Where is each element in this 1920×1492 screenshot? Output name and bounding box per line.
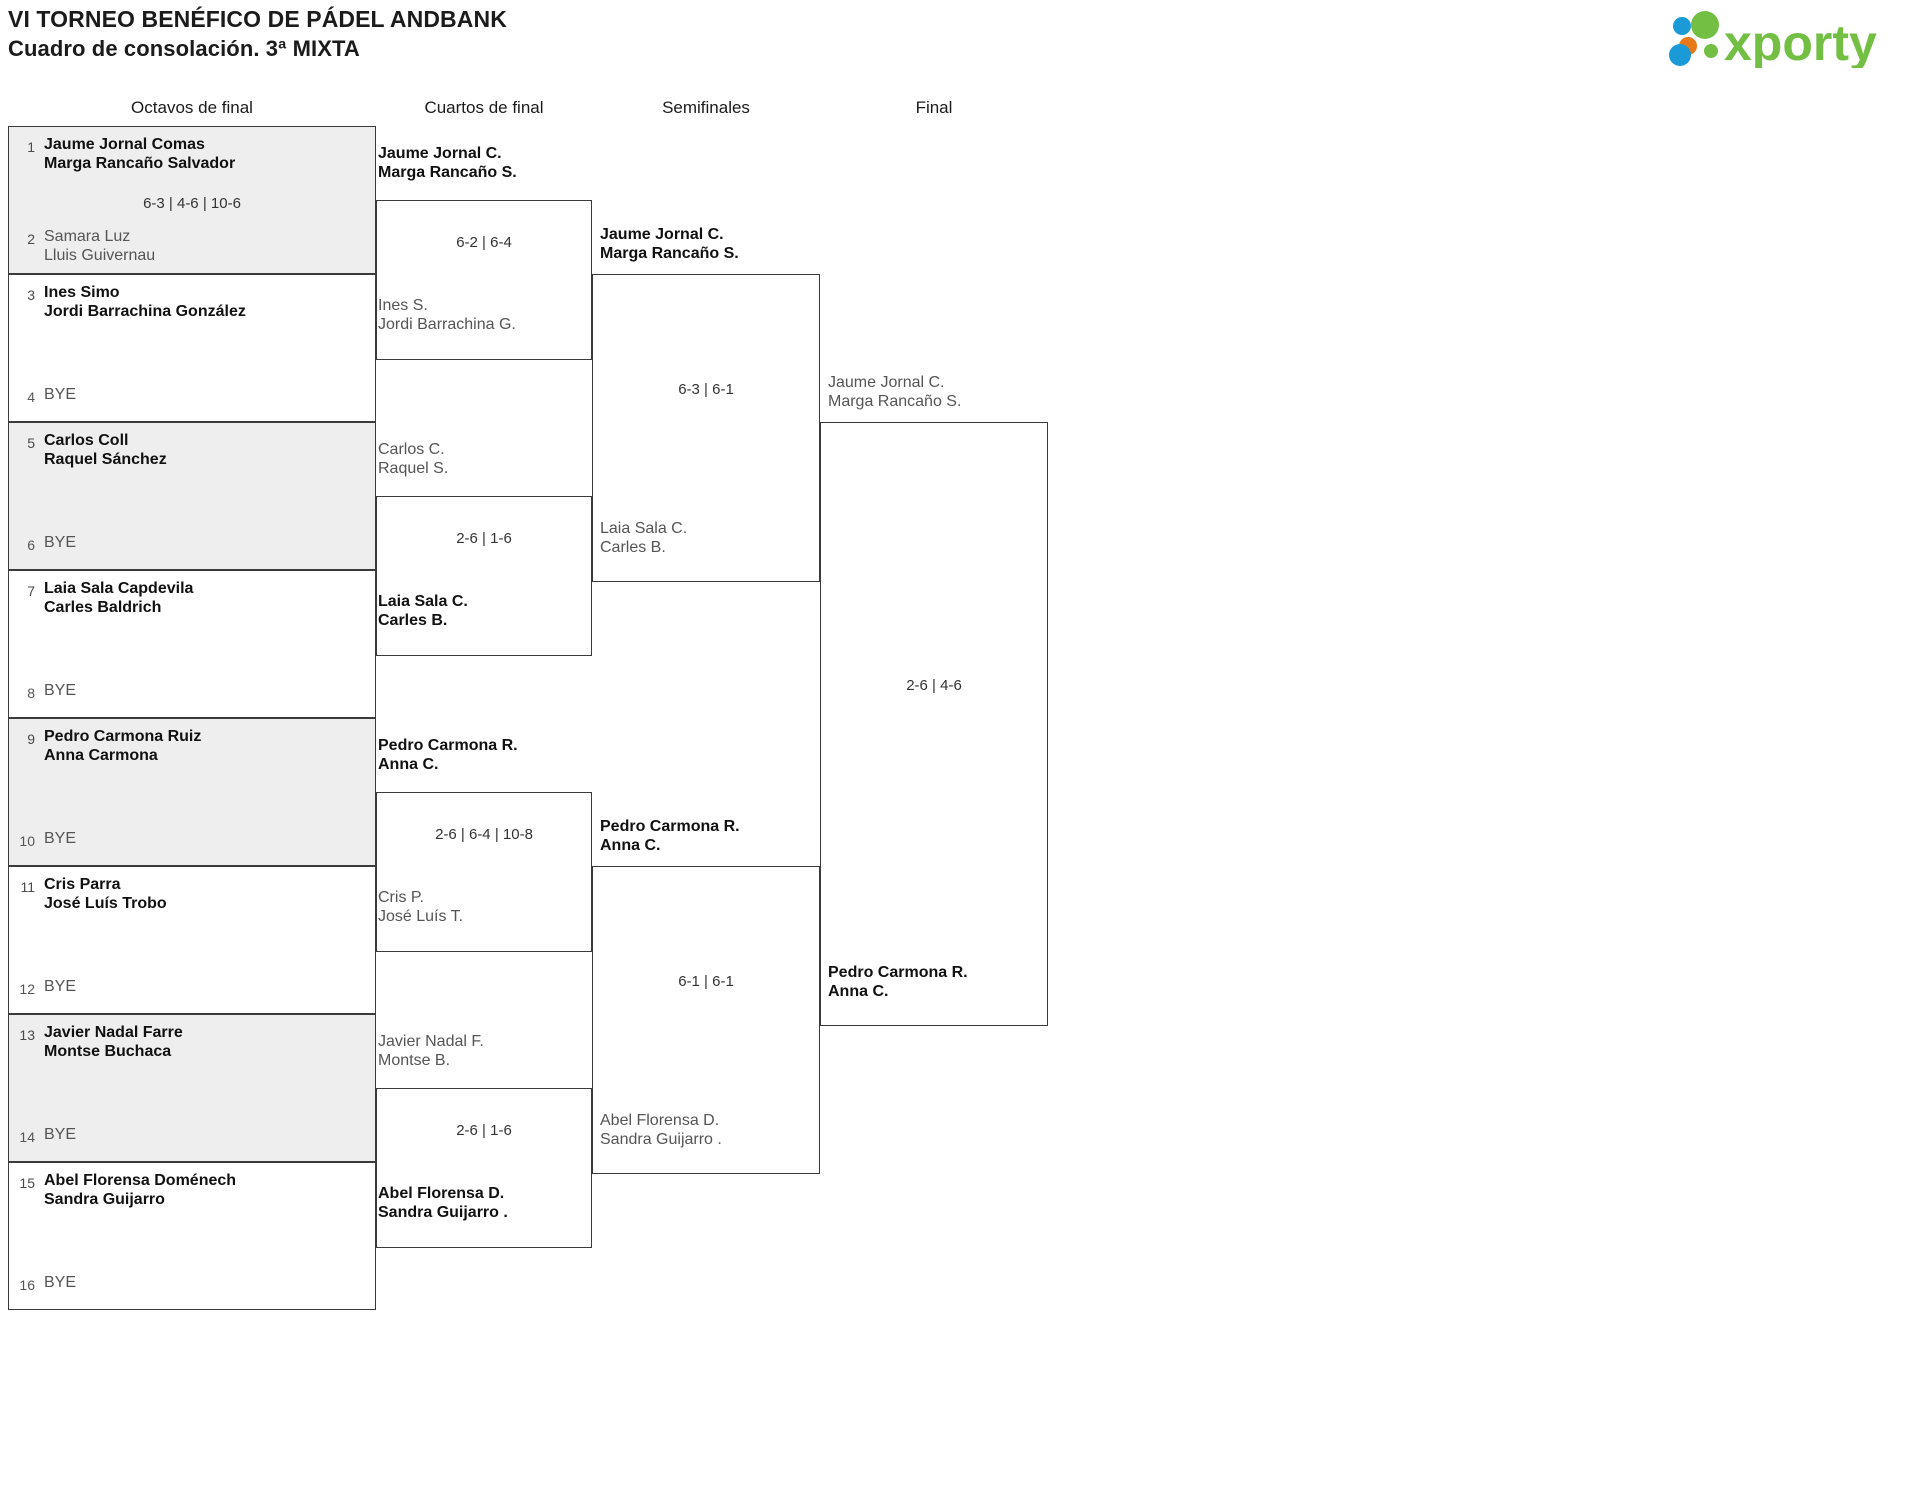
r16-slot-7[interactable]: 7 Laia Sala Capdevila Carles Baldrich [9,579,375,617]
final-match-bottom[interactable]: Pedro Carmona R. Anna C. [828,964,968,1000]
r16-slot-13[interactable]: 13 Javier Nadal Farre Montse Buchaca [9,1023,375,1061]
seed-number: 9 [27,731,35,747]
qf-match-3-bottom[interactable]: Cris P. José Luís T. [378,889,464,925]
seed-number: 7 [27,583,35,599]
player-names: BYE [44,978,77,995]
player-names: Abel Florensa Doménech Sandra Guijarro [44,1172,237,1208]
qf-match-2-top[interactable]: Carlos C. Raquel S. [378,441,449,477]
final-match-box[interactable] [820,422,1048,1026]
r16-score-1: 6-3 | 4-6 | 10-6 [143,195,241,212]
player-names: Javier Nadal Farre Montse Buchaca [44,1024,183,1060]
round-header-cuartos: Cuartos de final [424,98,544,117]
r16-match-5[interactable]: 9 Pedro Carmona Ruiz Anna Carmona 10 BYE [8,718,376,866]
seed-number: 10 [19,833,35,849]
player-names: BYE [44,386,77,403]
qf-match-3-top[interactable]: Pedro Carmona R. Anna C. [378,737,518,773]
seed-number: 2 [27,231,35,247]
round-header-semifinales: Semifinales [662,98,750,117]
seed-number: 3 [27,287,35,303]
sf-match-1-top[interactable]: Jaume Jornal C. Marga Rancaño S. [600,226,739,262]
page-title: VI TORNEO BENÉFICO DE PÁDEL ANDBANK Cuad… [8,4,507,64]
r16-match-7[interactable]: 13 Javier Nadal Farre Montse Buchaca 14 … [8,1014,376,1162]
player-names: BYE [44,1126,77,1143]
seed-number: 8 [27,685,35,701]
sf-match-2-top[interactable]: Pedro Carmona R. Anna C. [600,818,740,854]
qf-match-2-bottom[interactable]: Laia Sala C. Carles B. [378,593,468,629]
r16-slot-15[interactable]: 15 Abel Florensa Doménech Sandra Guijarr… [9,1171,375,1209]
tournament-title: VI TORNEO BENÉFICO DE PÁDEL ANDBANK [8,6,507,32]
seed-number: 4 [27,389,35,405]
xporty-logo: xporty [1662,8,1902,71]
qf-match-4-top[interactable]: Javier Nadal F. Montse B. [378,1033,484,1069]
qf-match-1-bottom[interactable]: Ines S. Jordi Barrachina G. [378,297,516,333]
player-names: Pedro Carmona Ruiz Anna Carmona [44,728,202,764]
round-header-final: Final [915,98,953,117]
qf-match-3-box[interactable] [376,792,592,952]
player-names: BYE [44,682,77,699]
r16-match-4[interactable]: 7 Laia Sala Capdevila Carles Baldrich 8 … [8,570,376,718]
r16-slot-11[interactable]: 11 Cris Parra José Luís Trobo [9,875,375,913]
seed-number: 5 [27,435,35,451]
r16-match-2[interactable]: 3 Ines Simo Jordi Barrachina González 4 … [8,274,376,422]
round-header-octavos: Octavos de final [131,98,253,117]
r16-match-1[interactable]: 1 Jaume Jornal Comas Marga Rancaño Salva… [8,126,376,274]
final-match-top[interactable]: Jaume Jornal C. Marga Rancaño S. [828,374,962,410]
xporty-logo-svg: xporty [1669,11,1877,71]
player-names: BYE [44,1274,77,1291]
qf-match-1-box[interactable] [376,200,592,360]
r16-slot-12[interactable]: 12 BYE [9,977,375,997]
r16-slot-10[interactable]: 10 BYE [9,829,375,849]
qf-score-1: 6-2 | 6-4 [456,234,512,251]
r16-slot-4[interactable]: 4 BYE [9,385,375,405]
seed-number: 1 [27,139,35,155]
r16-slot-14[interactable]: 14 BYE [9,1125,375,1145]
seed-number: 16 [19,1277,35,1293]
r16-slot-16[interactable]: 16 BYE [9,1273,375,1293]
qf-match-4-box[interactable] [376,1088,592,1248]
qf-match-4-bottom[interactable]: Abel Florensa D. Sandra Guijarro . [378,1185,508,1221]
r16-match-6[interactable]: 11 Cris Parra José Luís Trobo 12 BYE [8,866,376,1014]
player-names: BYE [44,534,77,551]
r16-slot-2[interactable]: 2 Samara Luz Lluis Guivernau [9,227,375,265]
qf-score-4: 2-6 | 1-6 [456,1122,512,1139]
qf-match-1-top[interactable]: Jaume Jornal C. Marga Rancaño S. [378,145,517,181]
sf-match-1-box[interactable] [592,274,820,582]
r16-match-8[interactable]: 15 Abel Florensa Doménech Sandra Guijarr… [8,1162,376,1310]
qf-score-2: 2-6 | 1-6 [456,530,512,547]
sf-score-2: 6-1 | 6-1 [678,973,734,990]
sf-match-1-bottom[interactable]: Laia Sala C. Carles B. [600,520,688,556]
player-names: Cris Parra José Luís Trobo [44,876,167,912]
sf-match-2-bottom[interactable]: Abel Florensa D. Sandra Guijarro . [600,1112,722,1148]
r16-match-3[interactable]: 5 Carlos Coll Raquel Sánchez 6 BYE [8,422,376,570]
seed-number: 13 [19,1027,35,1043]
r16-slot-3[interactable]: 3 Ines Simo Jordi Barrachina González [9,283,375,321]
r16-slot-5[interactable]: 5 Carlos Coll Raquel Sánchez [9,431,375,469]
r16-slot-9[interactable]: 9 Pedro Carmona Ruiz Anna Carmona [9,727,375,765]
player-names: Jaume Jornal Comas Marga Rancaño Salvado… [44,136,236,172]
player-names: Samara Luz Lluis Guivernau [44,228,156,264]
r16-slot-8[interactable]: 8 BYE [9,681,375,701]
r16-slot-6[interactable]: 6 BYE [9,533,375,553]
seed-number: 12 [19,981,35,997]
r16-slot-1[interactable]: 1 Jaume Jornal Comas Marga Rancaño Salva… [9,135,375,173]
seed-number: 11 [20,879,35,895]
player-names: Laia Sala Capdevila Carles Baldrich [44,580,194,616]
seed-number: 6 [27,537,35,553]
xporty-logo-wordmark: xporty [1724,15,1877,68]
bracket-subtitle: Cuadro de consolación. 3ª MIXTA [8,36,360,61]
sf-score-1: 6-3 | 6-1 [678,381,734,398]
final-score: 2-6 | 4-6 [906,677,962,694]
qf-score-3: 2-6 | 6-4 | 10-8 [435,826,533,843]
qf-match-2-box[interactable] [376,496,592,656]
player-names: Ines Simo Jordi Barrachina González [44,284,246,320]
player-names: BYE [44,830,77,847]
seed-number: 14 [19,1129,35,1145]
sf-match-2-box[interactable] [592,866,820,1174]
player-names: Carlos Coll Raquel Sánchez [44,432,167,468]
seed-number: 15 [19,1175,35,1191]
